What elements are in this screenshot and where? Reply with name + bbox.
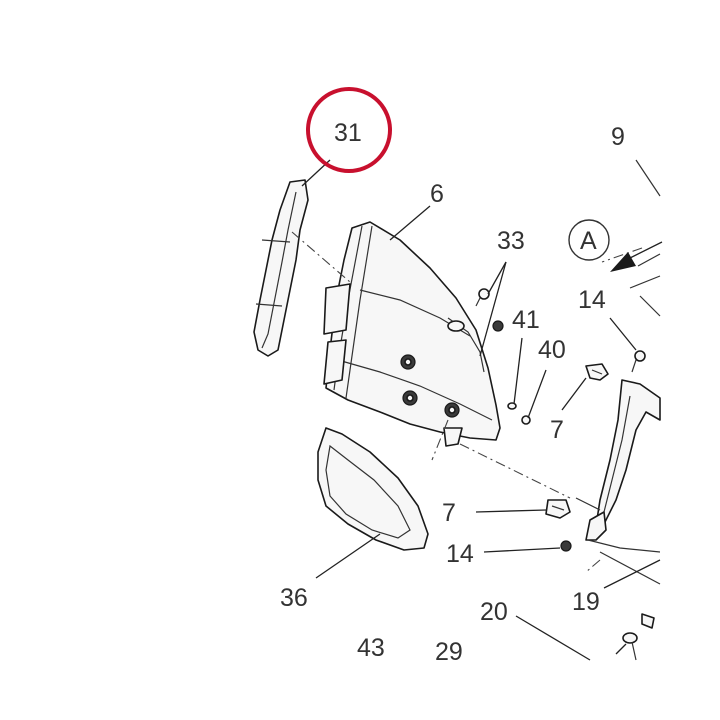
callout-14-upper[interactable]: 14 <box>578 286 606 314</box>
callout-20[interactable]: 20 <box>480 598 508 626</box>
callout-36[interactable]: 36 <box>280 584 308 612</box>
callout-33[interactable]: 33 <box>497 227 525 255</box>
hardware-nut-14-lower[interactable] <box>560 540 572 552</box>
callout-14-lower[interactable]: 14 <box>446 540 474 568</box>
direction-arrow-icon <box>610 241 663 272</box>
mounting-bracket[interactable] <box>575 379 661 585</box>
callout-9[interactable]: 9 <box>611 123 625 151</box>
hardware-clip-7-upper[interactable] <box>585 363 609 381</box>
callout-6[interactable]: 6 <box>430 180 444 208</box>
callout-19[interactable]: 19 <box>572 588 600 616</box>
alignment-lines <box>291 231 643 573</box>
callout-40[interactable]: 40 <box>538 336 566 364</box>
callout-41[interactable]: 41 <box>512 306 540 334</box>
callout-7-upper[interactable]: 7 <box>550 416 564 444</box>
callout-29[interactable]: 29 <box>435 638 463 666</box>
leader-lines <box>301 159 661 661</box>
hardware-clip-7-lower[interactable] <box>545 499 571 519</box>
part-36-trim-panel[interactable] <box>317 427 429 551</box>
callout-labels: 31 9 6 33 A 41 14 40 7 7 14 36 19 20 43 … <box>280 119 625 666</box>
hardware-screw-33-upper[interactable] <box>475 288 490 307</box>
hardware-fasteners-lower-right[interactable] <box>622 613 655 661</box>
callout-a[interactable]: A <box>580 227 597 255</box>
callout-43[interactable]: 43 <box>357 634 385 662</box>
hardware-washer-41[interactable] <box>507 402 517 410</box>
hardware-nut-33-lower[interactable] <box>492 320 504 332</box>
frame-outline-upper-right <box>629 159 661 317</box>
view-marker-circle <box>568 219 610 261</box>
callout-31[interactable]: 31 <box>334 119 362 147</box>
part-6-side-panel[interactable] <box>323 221 501 447</box>
highlight-circle <box>306 87 392 173</box>
callout-7-lower[interactable]: 7 <box>442 499 456 527</box>
part-31-cover[interactable] <box>253 179 309 357</box>
hardware-screw-14-upper[interactable] <box>631 350 646 373</box>
